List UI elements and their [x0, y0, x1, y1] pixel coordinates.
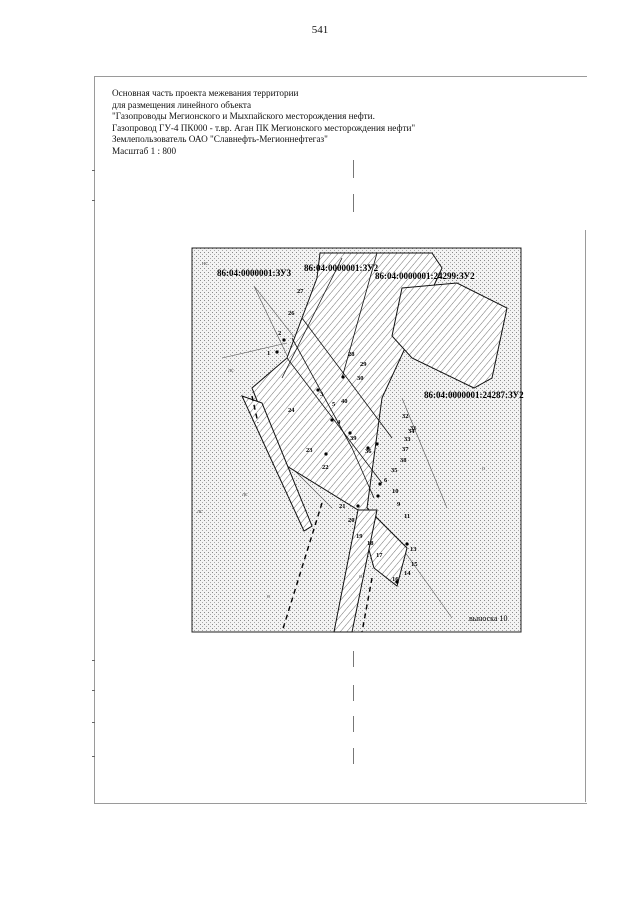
field-marks: нс лс лс лс о о о [197, 261, 485, 600]
point-label: 31 [410, 425, 417, 432]
svg-text:лс: лс [228, 368, 234, 374]
point-label: 34 [408, 428, 415, 435]
point-label: 24 [288, 407, 295, 414]
frame-dash [92, 690, 95, 691]
point-label: 6 [384, 477, 388, 484]
point-label: 40 [341, 398, 348, 405]
point-label: 38 [400, 457, 407, 464]
frame-dash [92, 170, 95, 171]
frame-dash [92, 756, 95, 757]
point-label: 14 [404, 570, 411, 577]
point-label: 19 [356, 533, 363, 540]
point-label: 3 [320, 391, 324, 398]
sheet-frame [94, 76, 587, 804]
frame-tick [353, 685, 354, 701]
point-label: 18 [367, 540, 374, 547]
header-line-land-user: Землепользователь ОАО "Славнефть-Мегионн… [112, 134, 328, 145]
point-label: 32 [402, 413, 409, 420]
frame-tick [353, 651, 354, 667]
parcel-label: 86:04:0000001:ЗУ2 [304, 263, 379, 273]
header-line-title: Основная часть проекта межевания террито… [112, 88, 299, 98]
frame-tick [353, 194, 354, 212]
parcel-lower-strip [333, 509, 378, 633]
parcel-label: 86:04:0000001:ЗУ3 [217, 268, 292, 278]
parcel-labels: 86:04:0000001:ЗУ3 86:04:0000001:ЗУ2 86:0… [217, 263, 524, 400]
boundary-lines [221, 285, 453, 619]
point-label: 11 [404, 513, 410, 520]
point-label: 17 [376, 552, 383, 559]
point-label: 10 [392, 488, 399, 495]
parcel-left-strip [241, 395, 313, 532]
document-header: Основная часть проекта межевания террито… [112, 88, 415, 158]
callout-label: выноска 10 [469, 614, 508, 623]
point-label: 26 [288, 310, 295, 317]
parcel-label: 86:04:0000001:24299:ЗУ2 [375, 271, 475, 281]
point-label: 30 [357, 375, 364, 382]
frame-dash [92, 722, 95, 723]
point-label: 35 [391, 467, 398, 474]
point-label: 37 [402, 446, 409, 453]
point-label: 28 [348, 351, 355, 358]
parcel-inner-edges [281, 252, 393, 499]
point-label: 22 [322, 464, 329, 471]
page-number: 541 [311, 24, 329, 36]
svg-text:о: о [267, 594, 270, 600]
point-label: 15 [411, 561, 418, 568]
svg-text:лс: лс [197, 509, 203, 515]
point-label: 20 [348, 517, 355, 524]
point-labels: 1 2 3 4 5 6 9 10 11 13 14 15 16 17 18 19… [267, 288, 418, 583]
point-label: 27 [297, 288, 304, 295]
point-label: 23 [306, 447, 313, 454]
point-label: 4 [337, 419, 341, 426]
header-line-project: "Газопроводы Мегионского и Мыхпайского м… [112, 111, 375, 122]
frame-tick [353, 160, 354, 178]
point-label: 29 [360, 361, 367, 368]
frame-tick [353, 748, 354, 764]
point-label: 39 [350, 435, 357, 442]
parcel-label: 86:04:0000001:24287:ЗУ2 [424, 390, 524, 400]
point-label: 21 [339, 503, 346, 510]
parcels-hatched [241, 252, 508, 633]
point-label: 36 [365, 448, 372, 455]
header-line-pipeline: Газопровод ГУ-4 ПК000 - т.вр. Аган ПК Ме… [112, 122, 416, 133]
header-line-scale: Масштаб 1 : 800 [112, 145, 177, 156]
header-line-purpose: для размещения линейного объекта [112, 99, 252, 110]
point-label: 13 [410, 546, 417, 553]
svg-text:нс: нс [202, 261, 208, 267]
parcel-upper-right [391, 282, 508, 389]
sheet-frame-right-edge [585, 230, 586, 802]
point-label: 5 [332, 401, 336, 408]
point-label: 16 [392, 576, 399, 583]
point-label: 9 [397, 501, 401, 508]
point-label: 33 [404, 436, 411, 443]
frame-dash [92, 200, 95, 201]
frame-dash [92, 660, 95, 661]
dashed-lines [251, 395, 373, 633]
point-markers [275, 338, 409, 584]
svg-text:о: о [482, 466, 485, 472]
point-label: 1 [267, 350, 270, 357]
svg-text:о: о [359, 574, 362, 580]
survey-map: 86:04:0000001:ЗУ3 86:04:0000001:ЗУ2 86:0… [191, 247, 524, 633]
point-label: 2 [278, 330, 281, 337]
frame-tick [353, 716, 354, 732]
svg-text:лс: лс [242, 492, 248, 498]
